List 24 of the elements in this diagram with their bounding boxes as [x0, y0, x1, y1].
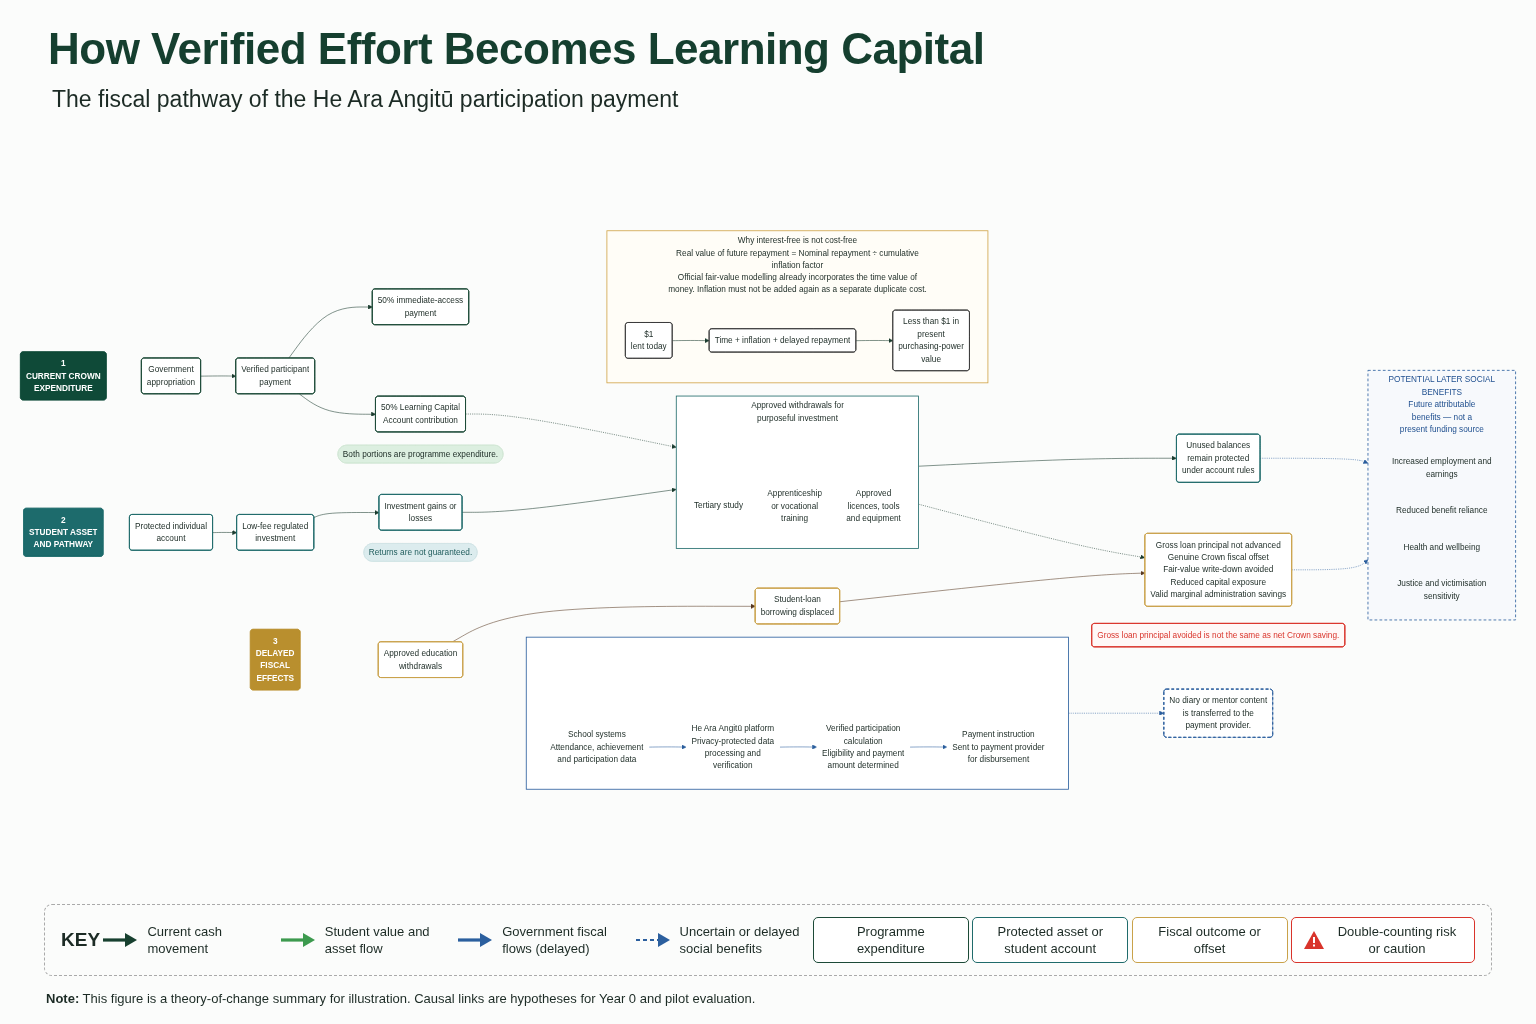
subtitle: The fiscal pathway of the He Ara Angitū participation payment	[52, 86, 679, 113]
node-text: Verified participation calculation Eligibility and payment amount determined	[822, 723, 905, 770]
node-text: Reduced benefit reliance	[1396, 505, 1488, 515]
node-text: School systems Attendance, achievement and participation data	[550, 729, 644, 764]
node-text: Approved licences, tools and equipment	[846, 488, 901, 523]
legend-text: Programme expenditure	[855, 923, 926, 957]
node-text: Justice and victimisation sensitivity	[1397, 578, 1487, 601]
node-text: Increased employment and earnings	[1391, 456, 1492, 479]
node-text: He Ara Angitū platform Privacy-protected data processing and verification	[691, 723, 775, 770]
legend-text: Protected asset or student account	[996, 923, 1104, 957]
cluster	[525, 636, 1069, 790]
node-text: Health and wellbeing	[1403, 541, 1481, 552]
legend-text: Uncertain or delayed social benefits	[679, 923, 801, 957]
node-text: Payment instruction Sent to payment provider for disbursement	[952, 729, 1045, 764]
legend-text: Government fiscal flows (delayed)	[502, 923, 608, 957]
legend-heading: KEY	[61, 929, 101, 951]
legend-text: Current cash movement	[147, 923, 223, 957]
node-text: Apprenticeship or vocational training	[767, 488, 822, 523]
legend-text: Student value and asset flow	[324, 923, 431, 957]
node-text: Tertiary study	[693, 500, 744, 511]
legend-text: Fiscal outcome or offset	[1157, 923, 1262, 957]
title: How Verified Effort Becomes Learning Capital	[48, 24, 985, 74]
note-text: Note: This figure is a theory-of-change summary for illustration. Causal links are hypotheses for Year 0 and pilot evaluation.	[46, 991, 756, 1006]
legend-text: Double-counting risk or caution	[1336, 923, 1458, 957]
